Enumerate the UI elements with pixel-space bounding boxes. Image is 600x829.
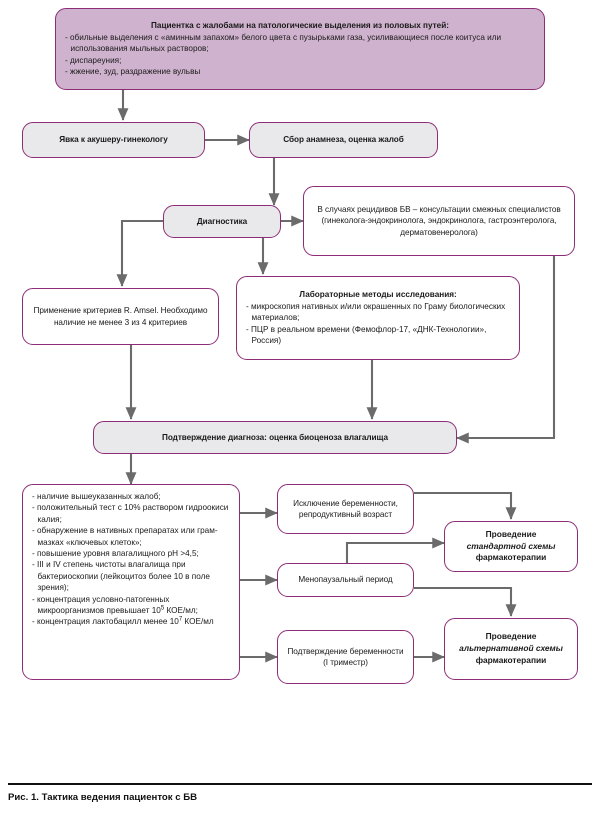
bullet: - концентрация лактобацилл менее 107 КОЕ… [32, 616, 214, 627]
exclude-pregnancy-text: Исключение беременности, репродуктивный … [293, 498, 398, 519]
node-criteria-list: - наличие вышеуказанных жалоб; - положит… [22, 484, 240, 680]
node-history-taking: Сбор анамнеза, оценка жалоб [249, 122, 438, 158]
patient-complaints-title: Пациентка с жалобами на патологические в… [151, 21, 449, 31]
alternative-scheme-line3: фармакотерапии [475, 654, 547, 665]
caption-divider [8, 783, 592, 785]
bullet: - жжение, зуд, раздражение вульвы [65, 67, 201, 77]
node-menopause: Менопаузальный период [277, 563, 414, 597]
menopause-text: Менопаузальный период [298, 575, 393, 585]
diagnosis-confirmation-label: Подтверждение диагноза: оценка биоценоза… [162, 432, 388, 442]
bullet: - ПЦР в реальном времени (Фемофлор-17, «… [246, 324, 487, 346]
standard-scheme-line1: Проведение [485, 528, 537, 539]
connector-menopause-to-alternative [414, 586, 517, 617]
connector-diagnostics-to-amsel [116, 219, 163, 287]
confirm-pregnancy-text: Подтверждение беременности (I триместр) [287, 646, 404, 667]
bullet: - наличие вышеуказанных жалоб; [32, 492, 161, 501]
node-patient-complaints: Пациентка с жалобами на патологические в… [55, 8, 545, 90]
relapse-consultations-text: В случаях рецидивов БВ – консультации см… [317, 204, 561, 237]
node-amsel-criteria: Применение критериев R. Amsel. Необходим… [22, 288, 219, 345]
patient-complaints-bullets: - обильные выделения с «аминным запахом»… [65, 32, 535, 78]
bullet: - микроскопия нативных и/или окрашенных … [246, 301, 506, 323]
bullet: - III и IV степень чистоты влагалища при… [32, 560, 210, 593]
node-alternative-scheme: Проведение альтернативной схемы фармакот… [444, 618, 578, 680]
alternative-scheme-line2: альтернативной схемы [459, 643, 563, 654]
node-confirm-pregnancy: Подтверждение беременности (I триместр) [277, 630, 414, 684]
node-exclude-pregnancy: Исключение беременности, репродуктивный … [277, 484, 414, 534]
figure-caption: Рис. 1. Тактика ведения пациенток с БВ [8, 792, 198, 803]
standard-scheme-line2: стандартной схемы [466, 540, 556, 551]
diagnostics-label: Диагностика [196, 216, 248, 226]
connector-exclude-to-standard [414, 491, 517, 520]
node-lab-methods: Лабораторные методы исследования: - микр… [236, 276, 520, 360]
criteria-list-bullets: - наличие вышеуказанных жалоб; - положит… [32, 491, 231, 628]
amsel-criteria-text: Применение критериев R. Amsel. Необходим… [33, 306, 208, 327]
bullet: - обильные выделения с «аминным запахом»… [65, 32, 502, 54]
lab-methods-bullets: - микроскопия нативных и/или окрашенных … [246, 301, 510, 347]
standard-scheme-line3: фармакотерапии [475, 552, 547, 563]
bullet: - концентрация условно-патогенных микроо… [32, 594, 198, 616]
bullet: - повышение уровня влагалищного pH >4,5; [32, 549, 199, 559]
bullet: - обнаружение в нативных препаратах или … [32, 526, 218, 547]
node-diagnostics: Диагностика [163, 205, 281, 238]
node-standard-scheme: Проведение стандартной схемы фармакотера… [444, 521, 578, 572]
node-visit-obgyn: Явка к акушеру-гинекологу [22, 122, 205, 158]
node-diagnosis-confirmation: Подтверждение диагноза: оценка биоценоза… [93, 421, 457, 454]
bullet: - диспареуния; [65, 55, 122, 65]
alternative-scheme-line1: Проведение [485, 631, 537, 642]
visit-obgyn-label: Явка к акушеру-гинекологу [59, 135, 168, 145]
node-relapse-consultations: В случаях рецидивов БВ – консультации см… [303, 186, 575, 256]
lab-methods-title: Лабораторные методы исследования: [299, 290, 457, 300]
bullet: - положительный тест с 10% раствором гид… [32, 503, 229, 524]
history-taking-label: Сбор анамнеза, оценка жалоб [283, 135, 404, 145]
